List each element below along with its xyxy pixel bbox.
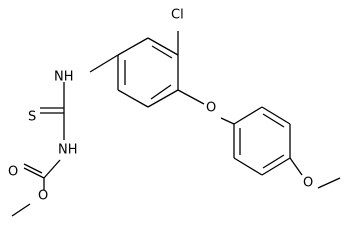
structure-diagram: Cl NH S NH O O O O	[8, 8, 341, 217]
bond	[117, 37, 149, 56]
bond	[289, 157, 303, 176]
sulfur-label: S	[28, 110, 36, 125]
bond	[220, 117, 235, 125]
molecule-canvas: Cl NH S NH O O O O	[8, 8, 341, 217]
bond	[261, 157, 291, 176]
bond	[117, 89, 149, 108]
bond	[147, 89, 179, 108]
ester-oxygen-label: O	[38, 189, 48, 204]
bond	[11, 203, 31, 217]
bond	[233, 106, 263, 125]
bond	[150, 84, 172, 100]
carbonyl-oxygen-label: O	[8, 165, 18, 180]
bond	[233, 157, 263, 176]
bond	[261, 106, 291, 125]
bond	[43, 159, 61, 179]
bond	[317, 177, 341, 189]
bond	[89, 54, 119, 73]
bond	[23, 163, 43, 174]
methoxy-oxygen-label: O	[303, 176, 313, 191]
bond	[262, 113, 285, 128]
bond	[262, 154, 285, 169]
bond	[147, 37, 179, 56]
chlorine-label: Cl	[171, 8, 184, 23]
bond	[23, 167, 45, 179]
nh-top-label: NH	[54, 70, 74, 85]
nh-bottom-label: NH	[58, 143, 78, 158]
bond	[151, 45, 173, 59]
bond	[177, 89, 205, 105]
ether-oxygen-label: O	[206, 101, 216, 116]
